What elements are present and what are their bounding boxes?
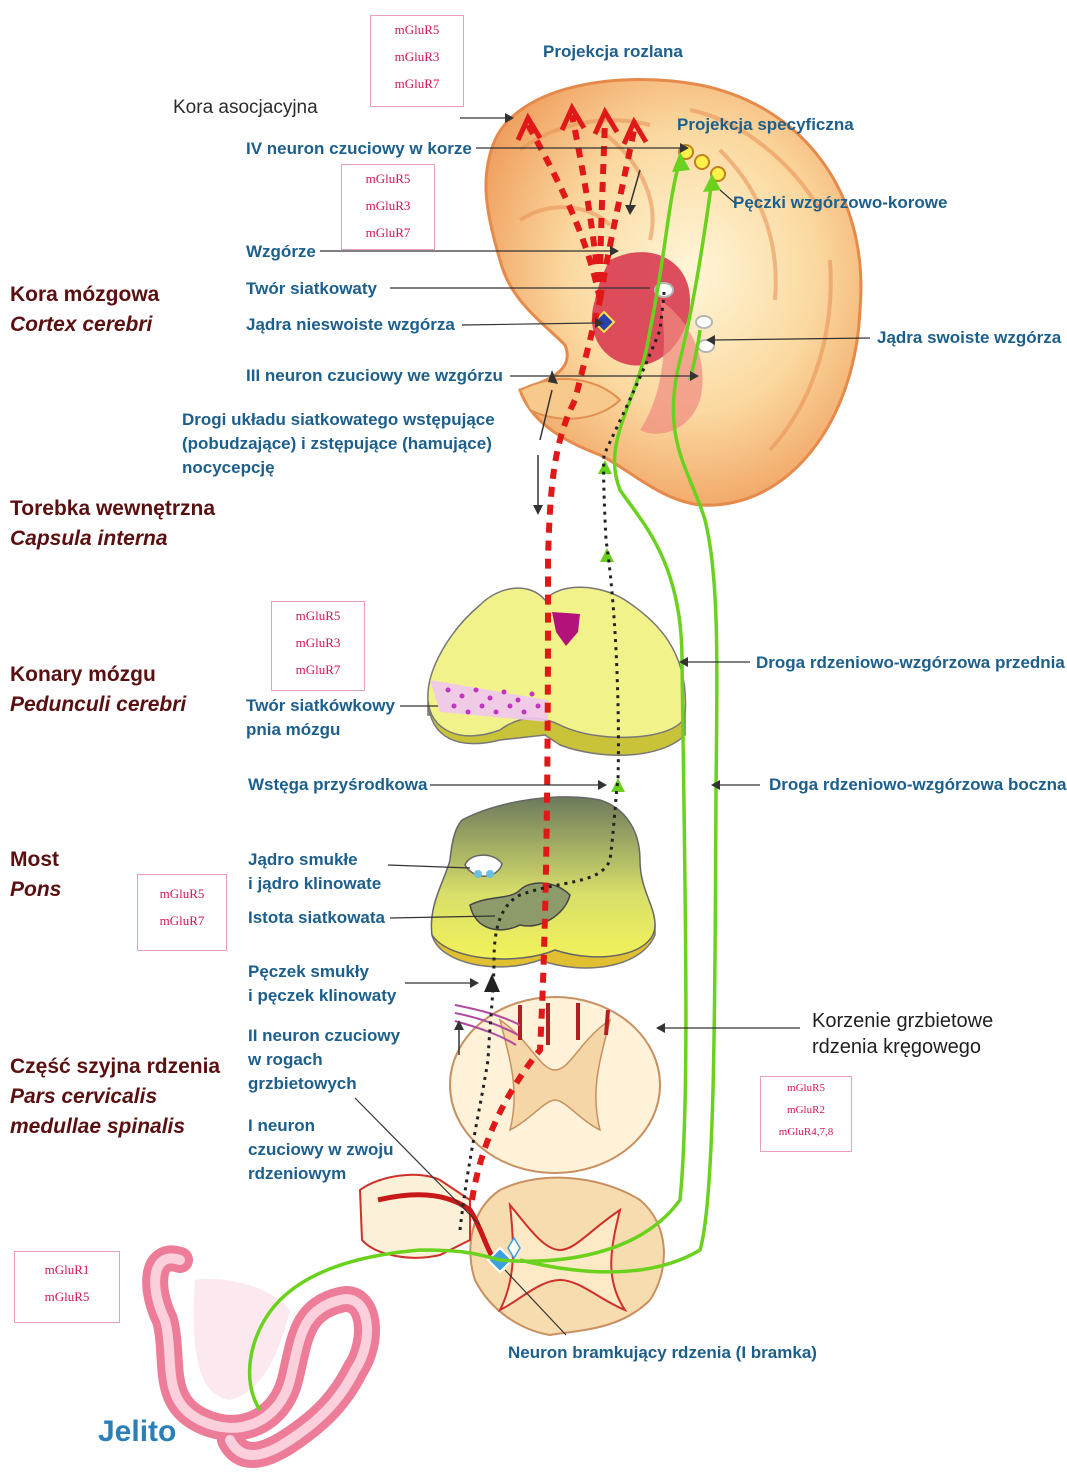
label-line: Jądro smukłe — [248, 848, 381, 872]
receptor-label: mGluR3 — [342, 192, 434, 219]
section-peduncles: Konary mózgu Pedunculi cerebri — [10, 660, 186, 720]
section-lat: Pars cervicalis — [10, 1082, 220, 1112]
receptor-label: mGluR5 — [342, 165, 434, 192]
receptor-box-gut: mGluR1 mGluR5 — [14, 1251, 120, 1323]
black-arrow-gracile — [484, 974, 500, 992]
receptor-label: mGluR5 — [138, 880, 226, 907]
section-lat2: medullae spinalis — [10, 1112, 220, 1142]
label-specific-nuclei: Jądra swoiste wzgórza — [877, 326, 1061, 350]
label-second-neuron: II neuron czuciowy w rogach grzbietowych — [248, 1024, 400, 1096]
receptor-label: mGluR7 — [272, 656, 364, 683]
label-line: rdzenia kręgowego — [812, 1034, 993, 1060]
label-association-cortex: Kora asocjacyjna — [173, 96, 318, 120]
nucleus-dot-2 — [486, 870, 494, 878]
section-pl: Kora mózgowa — [10, 283, 159, 306]
receptor-box-spinal: mGluR5 mGluR2 mGluR4,7,8 — [760, 1076, 852, 1152]
receptor-label: mGluR4,7,8 — [761, 1121, 851, 1143]
receptor-box-thalamus: mGluR5 mGluR3 mGluR7 — [341, 164, 435, 250]
receptor-label: mGluR5 — [272, 602, 364, 629]
spinal-ganglion — [360, 1175, 470, 1258]
section-lat: Pedunculi cerebri — [10, 690, 186, 720]
receptor-label: mGluR5 — [15, 1283, 119, 1310]
section-pl: Konary mózgu — [10, 663, 156, 686]
section-lat: Capsula interna — [10, 524, 215, 554]
label-third-neuron: III neuron czuciowy we wzgórzu — [246, 364, 503, 388]
label-lateral-tract: Droga rdzeniowo-wzgórzowa boczna — [769, 773, 1067, 797]
receptor-box-peduncles: mGluR5 mGluR3 mGluR7 — [271, 601, 365, 691]
peduncles-section — [428, 587, 686, 755]
label-line: pnia mózgu — [246, 718, 395, 742]
label-line: II neuron czuciowy — [248, 1024, 400, 1048]
receptor-label: mGluR7 — [371, 70, 463, 97]
label-diffuse-projection: Projekcja rozlana — [543, 40, 683, 64]
label-gate-neuron: Neuron bramkujący rdzenia (I bramka) — [508, 1341, 817, 1365]
label-reticular-paths: Drogi układu siatkowatego wstępujące (po… — [182, 408, 495, 480]
receptor-label: mGluR7 — [342, 219, 434, 246]
receptor-label: mGluR5 — [371, 16, 463, 43]
section-lat: Cortex cerebri — [10, 310, 159, 340]
label-nonspecific-nuclei: Jądra nieswoiste wzgórza — [246, 313, 455, 337]
label-line: w rogach — [248, 1048, 400, 1072]
receptor-label: mGluR5 — [761, 1077, 851, 1099]
label-line: grzbietowych — [248, 1072, 400, 1096]
nucleus-dot-1 — [474, 870, 482, 878]
label-specific-projection: Projekcja specyficzna — [677, 113, 854, 137]
label-thalamocortical: Pęczki wzgórzowo-korowe — [733, 191, 947, 215]
label-line: nocycepcję — [182, 456, 495, 480]
label-reticular: Twór siatkowaty — [246, 277, 377, 301]
label-reticular-substance: Istota siatkowata — [248, 906, 385, 930]
label-dorsal-roots: Korzenie grzbietowe rdzenia kręgowego — [812, 1008, 993, 1060]
label-thalamus: Wzgórze — [246, 240, 316, 264]
receptor-label: mGluR3 — [272, 629, 364, 656]
label-gut: Jelito — [98, 1414, 176, 1450]
section-cortex: Kora mózgowa Cortex cerebri — [10, 280, 159, 340]
specific-neuron-2 — [695, 155, 709, 169]
midbrain-outline — [428, 587, 686, 737]
brain-section — [486, 80, 861, 506]
label-medial-lemniscus: Wstęga przyśrodkowa — [248, 773, 428, 797]
label-anterior-tract: Droga rdzeniowo-wzgórzowa przednia — [756, 651, 1065, 675]
label-line: I neuron — [248, 1114, 393, 1138]
section-capsule: Torebka wewnętrzna Capsula interna — [10, 494, 215, 554]
section-pons: Most Pons — [10, 845, 61, 905]
gut-illustration — [155, 1258, 367, 1455]
receptor-label: mGluR2 — [761, 1099, 851, 1121]
section-cervical: Część szyjna rdzenia Pars cervicalis med… — [10, 1052, 220, 1142]
label-line: Drogi układu siatkowatego wstępujące — [182, 408, 495, 432]
label-gracile-fasciculus: Pęczek smukły i pęczek klinowaty — [248, 960, 396, 1008]
receptor-label: mGluR7 — [138, 907, 226, 934]
label-line: rdzeniowym — [248, 1162, 393, 1186]
label-line: i jądro klinowate — [248, 872, 381, 896]
section-pl: Most — [10, 848, 59, 871]
specific-nucleus-marker-1 — [696, 316, 712, 328]
label-line: (pobudzające) i zstępujące (hamujące) — [182, 432, 495, 456]
label-fourth-neuron: IV neuron czuciowy w korze — [246, 137, 472, 161]
label-brainstem-reticular: Twór siatkówkowy pnia mózgu — [246, 694, 395, 742]
label-first-neuron: I neuron czuciowy w zwoju rdzeniowym — [248, 1114, 393, 1186]
section-lat: Pons — [10, 875, 61, 905]
receptor-label: mGluR1 — [15, 1256, 119, 1283]
receptor-box-top: mGluR5 mGluR3 mGluR7 — [370, 15, 464, 107]
label-line: Twór siatkówkowy — [246, 694, 395, 718]
receptor-label: mGluR3 — [371, 43, 463, 70]
green-arrow-lemniscus-2 — [600, 548, 614, 562]
cervical-cord-section — [450, 997, 660, 1173]
label-line: i pęczek klinowaty — [248, 984, 396, 1008]
spinal-segment-section — [360, 1175, 664, 1335]
receptor-box-pons: mGluR5 mGluR7 — [137, 874, 227, 951]
label-line: czuciowy w zwoju — [248, 1138, 393, 1162]
pons-outline — [431, 797, 655, 959]
label-line: Pęczek smukły — [248, 960, 396, 984]
section-pl: Torebka wewnętrzna — [10, 497, 215, 520]
label-gracile-nucleus: Jądro smukłe i jądro klinowate — [248, 848, 381, 896]
section-pl: Część szyjna rdzenia — [10, 1055, 220, 1078]
label-line: Korzenie grzbietowe — [812, 1008, 993, 1034]
gut-inner-area — [194, 1279, 290, 1400]
